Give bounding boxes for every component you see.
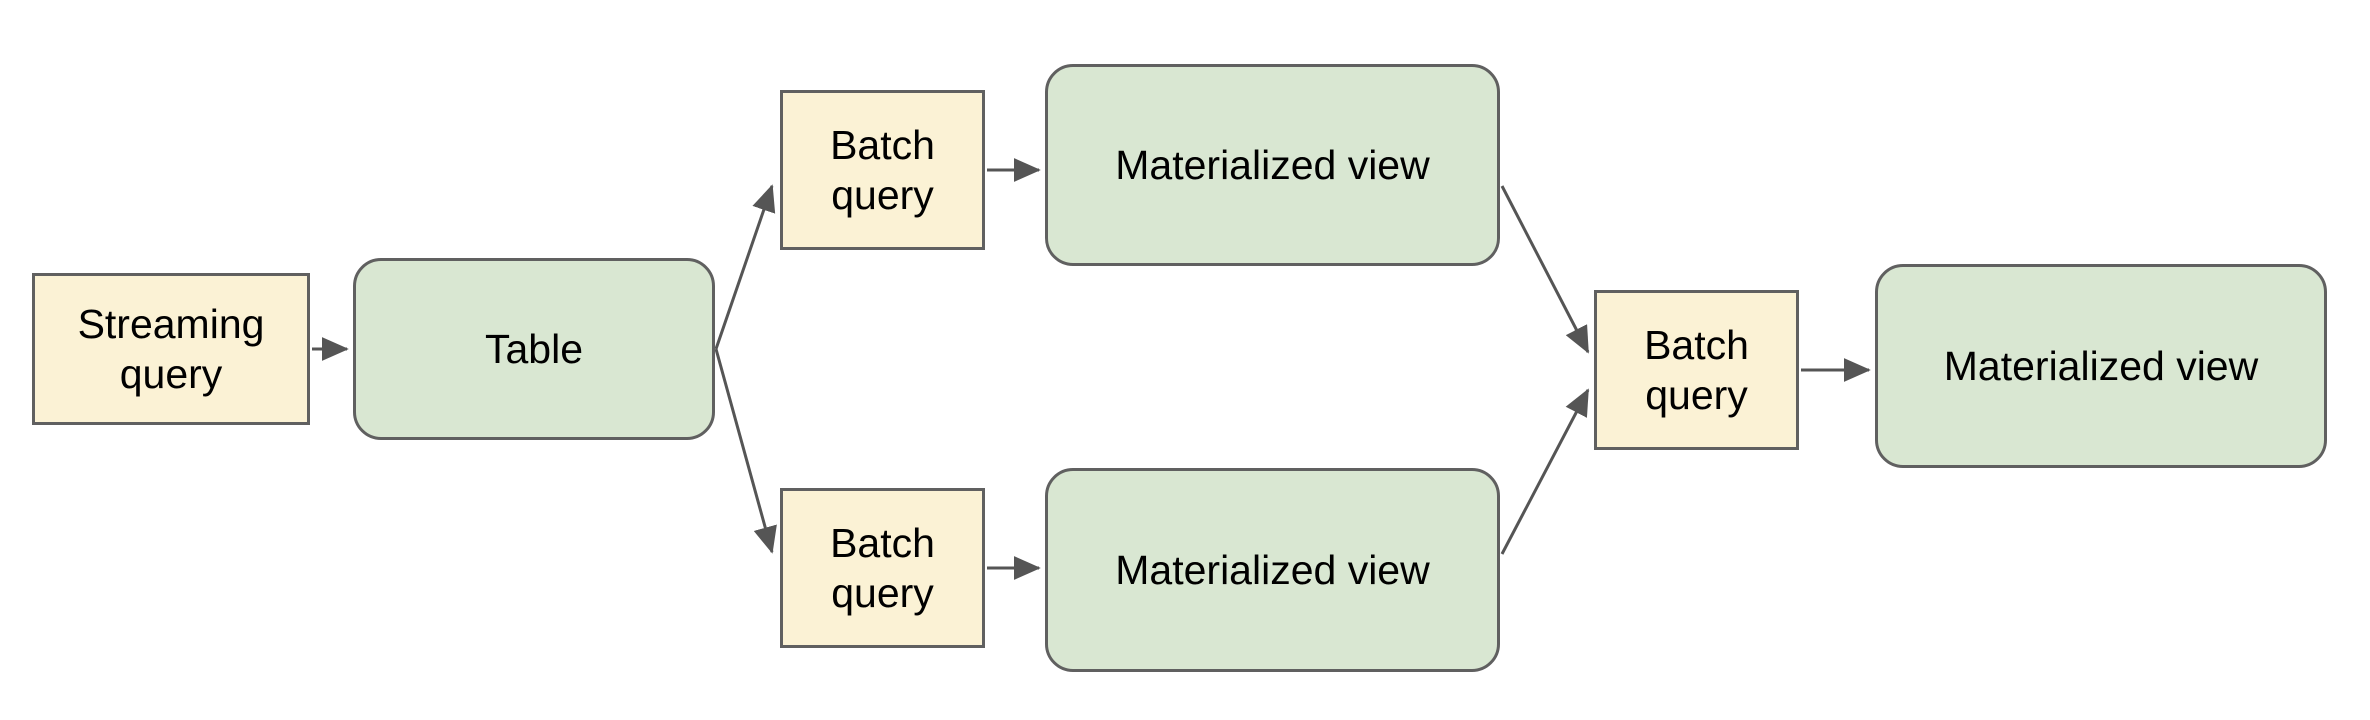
edge-materialized-view-bottom-to-batch-query-join <box>1500 388 1590 555</box>
node-batch-query-join[interactable]: Batch query <box>1594 290 1799 450</box>
node-batch-query-bottom[interactable]: Batch query <box>780 488 985 648</box>
edge-materialized-view-top-to-batch-query-join <box>1500 185 1590 354</box>
node-materialized-view-bottom[interactable]: Materialized view <box>1045 468 1500 672</box>
node-batch-query-top[interactable]: Batch query <box>780 90 985 250</box>
node-materialized-view-final[interactable]: Materialized view <box>1875 264 2327 468</box>
edge-table-to-batch-query-bottom <box>714 348 777 554</box>
edge-table-to-batch-query-top <box>714 184 776 350</box>
node-materialized-view-top[interactable]: Materialized view <box>1045 64 1500 266</box>
node-streaming-query[interactable]: Streaming query <box>32 273 310 425</box>
node-table[interactable]: Table <box>353 258 715 440</box>
